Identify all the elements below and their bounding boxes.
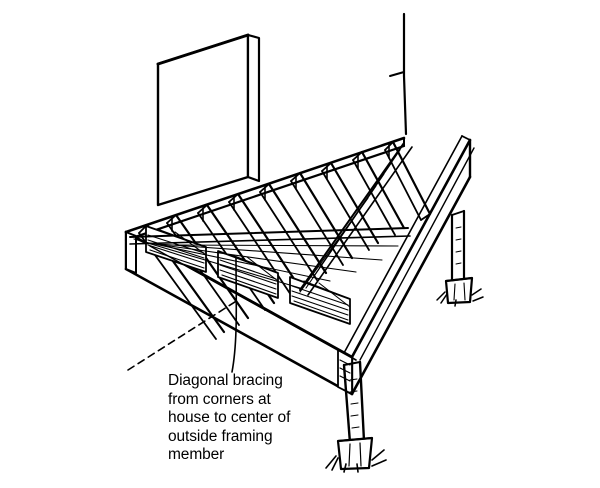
diagonal-brace-right: [299, 142, 413, 296]
caption-line-4: outside framing: [168, 427, 273, 445]
rim-joist-face-detail: [149, 245, 353, 359]
house-wall-return: [246, 33, 261, 183]
caption-diagonal-bracing: Diagonal bracing from corners at house t…: [168, 372, 368, 465]
house-wall-right-edge: [389, 12, 408, 136]
curved-leader-to-brace-end: [231, 257, 238, 373]
footing-front: [336, 436, 374, 471]
dashed-leader-to-hidden-brace: [127, 299, 239, 371]
caption-line-2: from corners at: [168, 390, 271, 408]
grass-front: [325, 449, 387, 473]
rim-joist-right: [343, 135, 475, 396]
diagonal-brace-left: [129, 227, 411, 289]
post-front: [342, 360, 366, 445]
house-wall-main: [156, 33, 250, 207]
caption-line-1: Diagonal bracing: [168, 372, 283, 389]
caption-line-5: member: [168, 446, 225, 464]
post-right: [450, 209, 466, 284]
footing-right: [444, 276, 474, 305]
grass-right: [436, 288, 484, 307]
caption-line-3: house to center of: [168, 409, 291, 427]
